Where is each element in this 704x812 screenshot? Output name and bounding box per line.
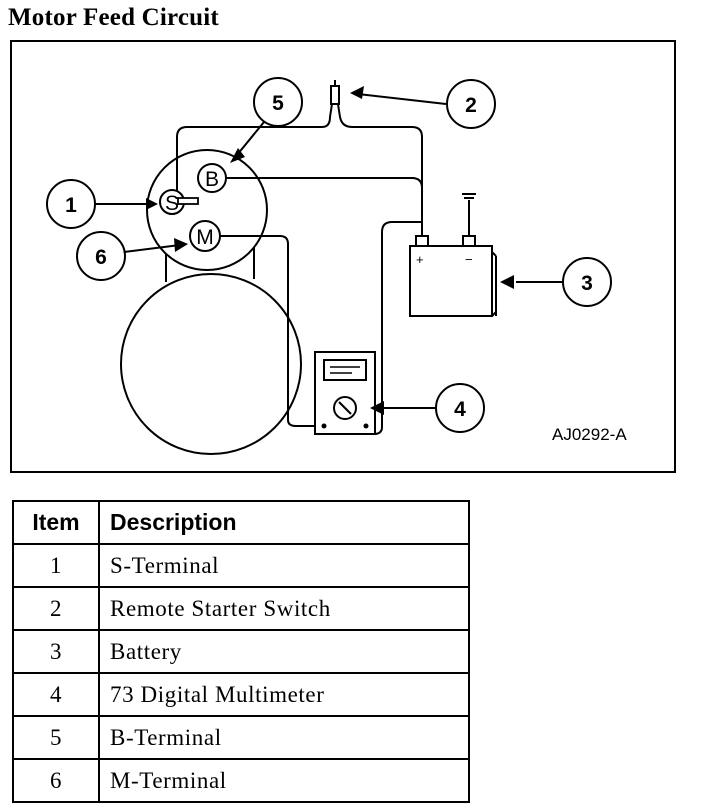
item-number: 2 [12,586,100,631]
s-terminal-label: S [165,192,179,215]
callout-2: 2 [446,79,496,129]
b-terminal-label: B [205,168,219,191]
item-column-header: Item [12,500,100,545]
wire-b-terminal-to-battery [223,177,423,189]
svg-text:5: 5 [272,92,284,115]
table-row: 6 M-Terminal [12,758,470,803]
item-number: 3 [12,629,100,674]
wire-m-terminal-to-multimeter [218,235,315,427]
svg-text:2: 2 [465,94,477,117]
callout-4: 4 [435,383,485,433]
item-number: 5 [12,715,100,760]
motor-feed-circuit-diagram: + − S B M [10,40,676,473]
callout-arrowheads [146,86,514,415]
m-terminal [189,220,221,252]
b-terminal [197,163,227,193]
description-column-header: Description [98,500,470,545]
diagram-canvas: + − S B M [46,77,627,455]
svg-text:4: 4 [454,398,466,421]
item-number: 1 [12,543,100,588]
item-number: 6 [12,758,100,803]
item-description: S-Terminal [98,543,470,588]
ground-symbol [462,193,476,199]
item-description: Battery [98,629,470,674]
figure-id: AJ0292-A [552,425,627,444]
battery [409,235,497,317]
table-row: 5 B-Terminal [12,715,470,760]
callout-6: 6 [76,231,126,281]
wire-s-to-remote-switch [176,103,333,202]
legend-header-row: Item Description [12,500,470,545]
digital-multimeter [314,351,376,435]
item-description: B-Terminal [98,715,470,760]
wire-battery-to-multimeter [373,221,423,435]
item-number: 4 [12,672,100,717]
table-row: 4 73 Digital Multimeter [12,672,470,717]
s-terminal [159,189,199,215]
starter-solenoid [146,149,268,271]
svg-text:1: 1 [65,194,77,217]
page-title: Motor Feed Circuit [8,4,219,31]
svg-text:3: 3 [581,272,593,295]
callout-5: 5 [253,77,303,127]
item-description: Remote Starter Switch [98,586,470,631]
legend-table: Item Description 1 S-Terminal 2 Remote S… [12,500,470,803]
callout-leaders [96,93,566,409]
remote-starter-switch [330,80,340,105]
table-row: 2 Remote Starter Switch [12,586,470,631]
item-description: M-Terminal [98,758,470,803]
callout-1: 1 [46,179,96,229]
item-description: 73 Digital Multimeter [98,672,470,717]
battery-positive-label: + [416,252,424,267]
m-terminal-label: M [196,226,214,249]
table-row: 3 Battery [12,629,470,674]
callout-3: 3 [562,257,612,307]
battery-negative-label: − [465,252,473,267]
starter-motor [120,273,302,455]
svg-text:6: 6 [95,246,107,269]
wire-remote-switch-to-battery [337,103,423,238]
table-row: 1 S-Terminal [12,543,470,588]
